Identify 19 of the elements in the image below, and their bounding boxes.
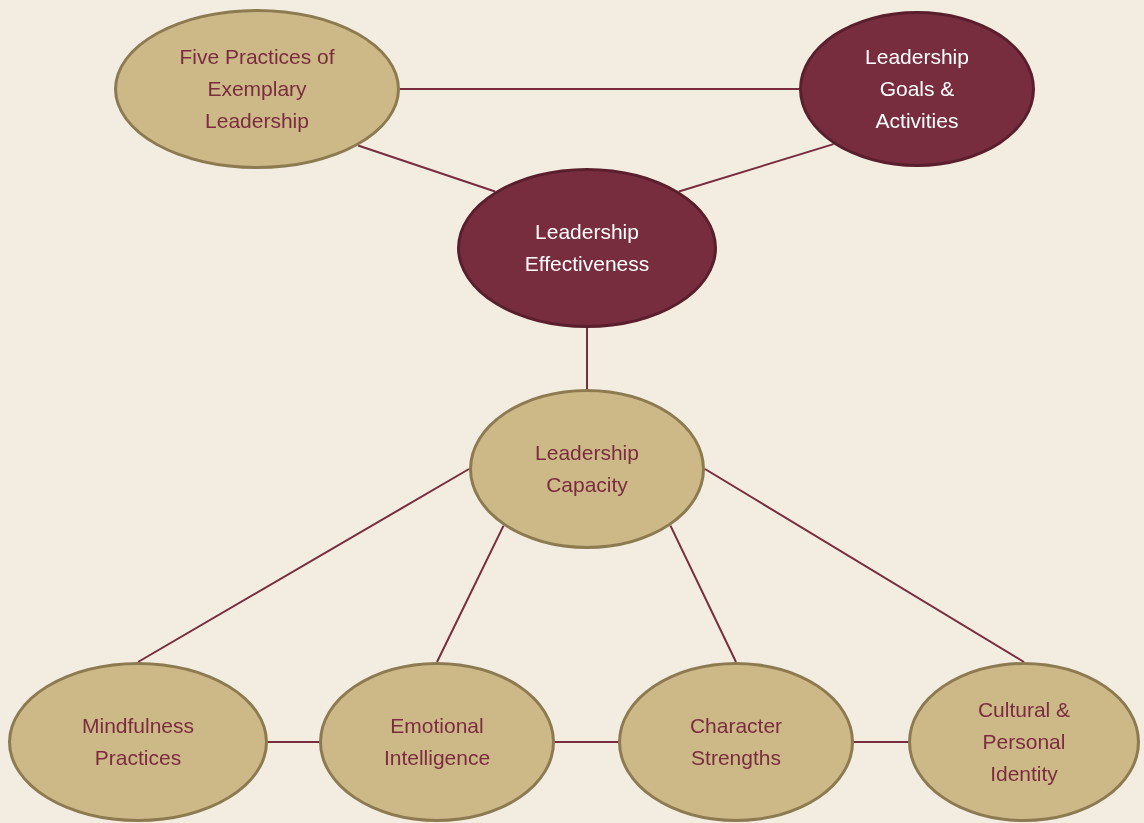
connector-line	[137, 468, 470, 663]
node-label: Leadership Capacity	[534, 440, 640, 498]
connector-line	[853, 741, 909, 743]
connector-line	[586, 327, 588, 390]
connector-line	[704, 468, 1025, 663]
connector-line	[267, 741, 320, 743]
node-label: Cultural & Personal Identity	[976, 697, 1072, 787]
connector-line	[677, 143, 835, 193]
node-label: Leadership Goals & Activities	[864, 44, 970, 134]
node-label: Mindfulness Practices	[80, 713, 196, 771]
connector-line	[399, 88, 800, 90]
connector-line	[436, 524, 505, 663]
node-label: Character Strengths	[688, 713, 784, 771]
connector-line	[554, 741, 619, 743]
node-label: Leadership Effectiveness	[523, 219, 651, 277]
node-label: Emotional Intelligence	[382, 713, 492, 771]
connector-line	[357, 144, 497, 193]
connector-line	[669, 524, 737, 663]
node-label: Five Practices of Exemplary Leadership	[178, 44, 336, 134]
